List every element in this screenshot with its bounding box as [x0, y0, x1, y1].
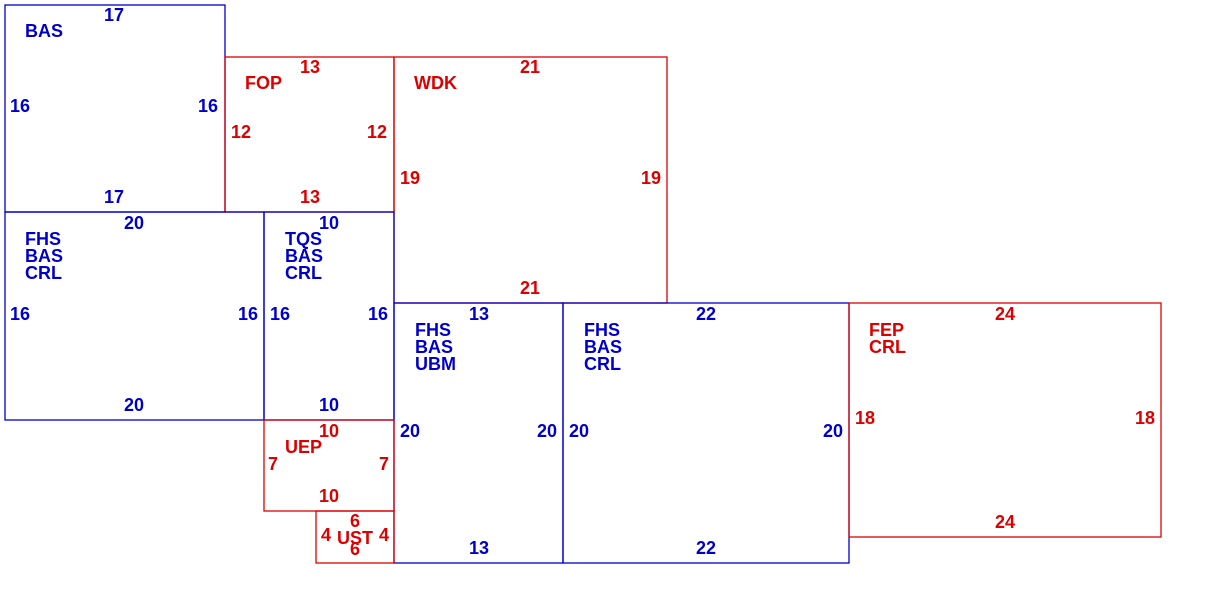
dimension-top: 10 [319, 421, 339, 441]
dimension-top: 13 [300, 57, 320, 77]
room-code-label: FOP [245, 73, 282, 93]
dimension-top: 20 [124, 213, 144, 233]
dimension-bottom: 6 [350, 539, 360, 559]
room-code-label: UBM [415, 354, 456, 374]
dimension-left: 20 [400, 421, 420, 441]
dimension-left: 16 [10, 304, 30, 324]
dimension-top: 13 [469, 304, 489, 324]
dimension-left: 7 [268, 454, 278, 474]
dimension-right: 16 [238, 304, 258, 324]
dimension-top: 24 [995, 304, 1015, 324]
dimension-top: 6 [350, 511, 360, 531]
dimension-left: 20 [569, 421, 589, 441]
dimension-top: 17 [104, 5, 124, 25]
dimension-bottom: 24 [995, 512, 1015, 532]
dimension-top: 22 [696, 304, 716, 324]
room-code-label: TQS [285, 229, 322, 249]
dimension-left: 16 [10, 96, 30, 116]
room-code-label: CRL [285, 263, 322, 283]
dimension-bottom: 13 [300, 187, 320, 207]
dimension-left: 18 [855, 408, 875, 428]
room-code-label: FHS [584, 320, 620, 340]
room-code-label: BAS [25, 21, 63, 41]
dimension-right: 12 [367, 122, 387, 142]
room-code-label: FHS [415, 320, 451, 340]
room-code-label: WDK [414, 73, 457, 93]
dimension-bottom: 20 [124, 395, 144, 415]
dimension-right: 16 [198, 96, 218, 116]
room-code-label: CRL [584, 354, 621, 374]
room-code-label: FEP [869, 320, 904, 340]
dimension-right: 18 [1135, 408, 1155, 428]
dimension-left: 16 [270, 304, 290, 324]
dimension-top: 21 [520, 57, 540, 77]
dimension-bottom: 10 [319, 395, 339, 415]
dimension-right: 19 [641, 168, 661, 188]
dimension-bottom: 17 [104, 187, 124, 207]
room-code-label: UEP [285, 437, 322, 457]
room-code-label: BAS [285, 246, 323, 266]
room-code-label: BAS [584, 337, 622, 357]
dimension-right: 20 [537, 421, 557, 441]
dimension-left: 12 [231, 122, 251, 142]
dimension-bottom: 10 [319, 486, 339, 506]
dimension-bottom: 13 [469, 538, 489, 558]
dimension-top: 10 [319, 213, 339, 233]
dimension-right: 16 [368, 304, 388, 324]
dimension-left: 4 [321, 525, 331, 545]
room-code-label: CRL [869, 337, 906, 357]
dimension-bottom: 22 [696, 538, 716, 558]
dimension-right: 7 [379, 454, 389, 474]
dimension-right: 20 [823, 421, 843, 441]
room-code-label: BAS [415, 337, 453, 357]
dimension-bottom: 21 [520, 278, 540, 298]
room-outline [393, 56, 668, 304]
room-code-label: CRL [25, 263, 62, 283]
room-code-label: FHS [25, 229, 61, 249]
room-outline [315, 510, 395, 564]
room-code-label: BAS [25, 246, 63, 266]
dimension-left: 19 [400, 168, 420, 188]
room-outline [848, 302, 1162, 538]
dimension-right: 4 [379, 525, 389, 545]
room-code-label: UST [337, 528, 373, 548]
